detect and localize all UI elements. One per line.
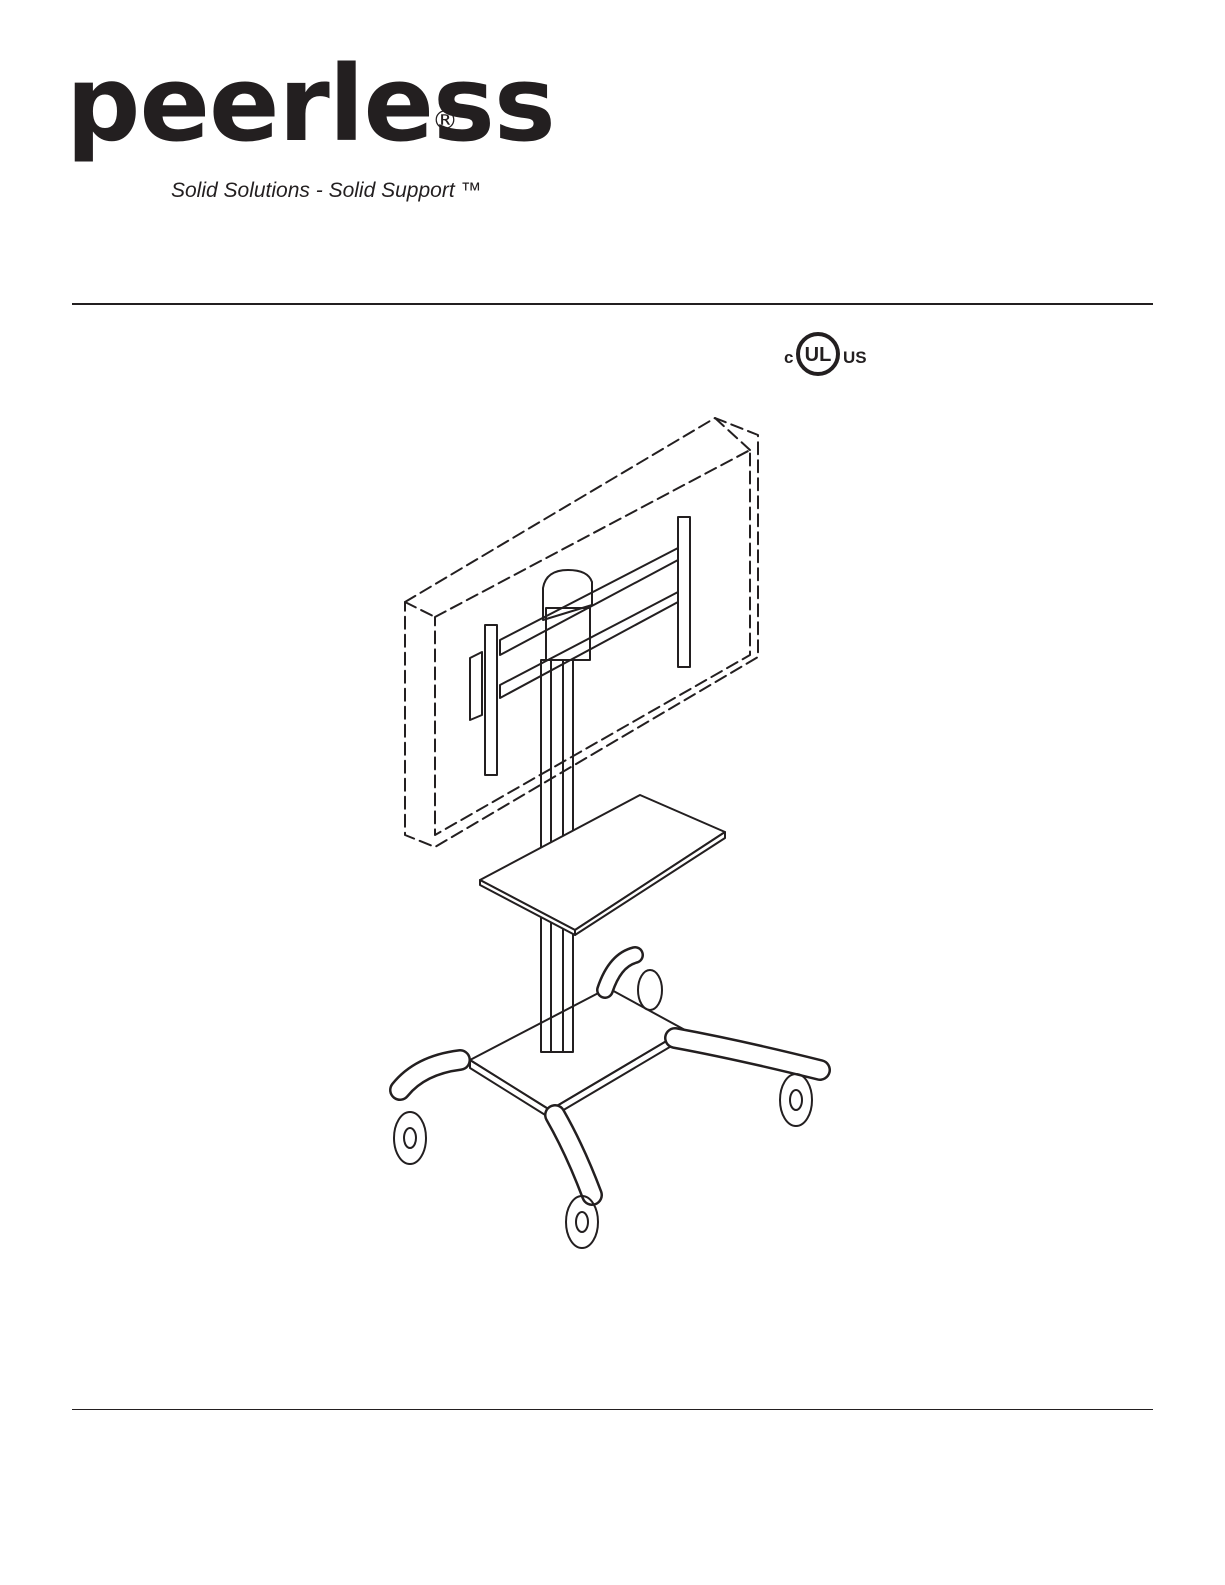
mounting-bracket	[470, 517, 690, 775]
cart-base	[400, 955, 820, 1195]
display-outline	[405, 418, 758, 847]
ul-certification-icon: c UL US	[781, 331, 881, 381]
equipment-shelf	[480, 795, 725, 935]
header-rule	[72, 303, 1153, 305]
footer-rule	[72, 1409, 1153, 1410]
ul-center-letters: UL	[805, 344, 832, 366]
caster-wheels	[394, 970, 812, 1248]
brand-wordmark: peerless	[66, 52, 555, 156]
ul-us-letters: US	[843, 348, 867, 367]
registered-mark: ®	[432, 108, 458, 134]
mobile-cart-illustration	[360, 410, 870, 1280]
ul-c-letter: c	[784, 348, 793, 367]
brand-tagline: Solid Solutions - Solid Support ™	[171, 180, 482, 201]
